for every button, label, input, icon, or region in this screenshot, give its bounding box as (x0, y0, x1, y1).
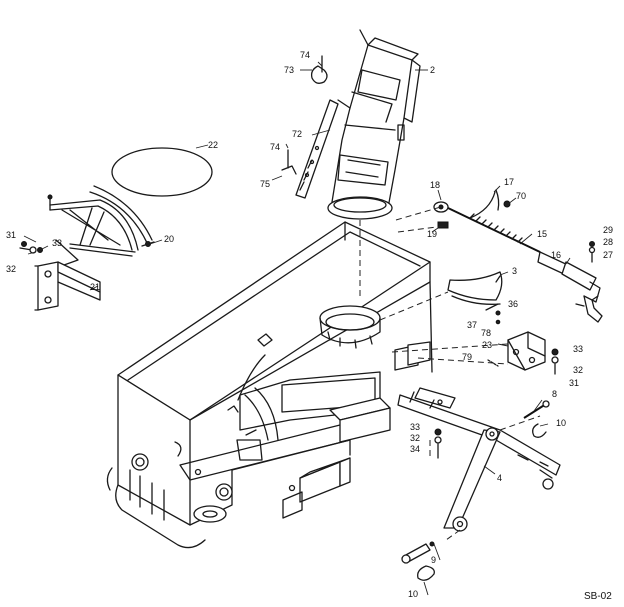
callout-16: 16 (551, 250, 561, 260)
callout-labels: 2 3 4 8 9 10 10 15 16 17 18 19 20 21 22 … (6, 50, 613, 599)
callout-29: 29 (603, 225, 613, 235)
callout-17: 17 (504, 177, 514, 187)
callout-32: 32 (6, 264, 16, 274)
bolts-27-29 (588, 241, 596, 263)
bolt-set-left (19, 241, 43, 254)
callout-18: 18 (430, 180, 440, 190)
pin-9 (401, 541, 435, 581)
callout-34: 34 (410, 444, 420, 454)
discharge-ring (319, 305, 381, 349)
callout-37: 37 (467, 320, 477, 330)
spring-17 (469, 189, 511, 219)
blower-housing (106, 221, 433, 549)
hardware-36-37-78 (485, 303, 501, 325)
drawing-code: SB-02 (584, 591, 612, 602)
callout-8: 8 (552, 389, 557, 399)
discharge-chute (327, 29, 421, 220)
callout-20: 20 (164, 234, 174, 244)
leader-lines (23, 61, 571, 596)
bolt-set-mid (434, 428, 442, 459)
callout-79: 79 (462, 352, 472, 362)
callout-70: 70 (516, 191, 526, 201)
collar-3 (447, 271, 503, 305)
mount-bracket-21 (34, 261, 101, 311)
callout-33: 33 (573, 344, 583, 354)
clip-pin-73 (310, 55, 328, 84)
callout-36: 36 (508, 299, 518, 309)
callout-28: 28 (603, 237, 613, 247)
callout-33: 33 (52, 238, 62, 248)
crank-assembly (433, 201, 603, 323)
assembly-lines (359, 205, 541, 541)
callout-4: 4 (497, 473, 502, 483)
callout-10: 10 (556, 418, 566, 428)
clip-pin-75 (281, 149, 297, 175)
callout-15: 15 (537, 229, 547, 239)
callout-73: 73 (284, 65, 294, 75)
callout-27: 27 (603, 250, 613, 260)
callout-21: 21 (90, 282, 100, 292)
bolt-set-right-upper (551, 348, 559, 375)
deflector-rod (295, 99, 339, 199)
lift-arm (397, 387, 561, 532)
deflector-hood (47, 194, 139, 271)
callout-3: 3 (512, 266, 517, 276)
callout-74: 74 (300, 50, 310, 60)
callout-22: 22 (208, 140, 218, 150)
callout-72: 72 (292, 129, 302, 139)
callout-74: 74 (270, 142, 280, 152)
pin-8 (523, 400, 550, 438)
grommet-20 (141, 241, 155, 247)
callout-33: 33 (410, 422, 420, 432)
callout-31: 31 (6, 230, 16, 240)
end-bearing (131, 453, 149, 471)
callout-78: 78 (481, 328, 491, 338)
callout-31: 31 (569, 378, 579, 388)
callout-19: 19 (427, 229, 437, 239)
callout-32: 32 (573, 365, 583, 375)
callout-75: 75 (260, 179, 270, 189)
cable-loop-22 (89, 147, 213, 246)
callout-10: 10 (408, 589, 418, 599)
callout-23: 23 (482, 340, 492, 350)
skid-shoe (193, 505, 227, 523)
callout-32: 32 (410, 433, 420, 443)
cushion-19 (437, 221, 449, 229)
bracket-23 (507, 331, 546, 371)
callout-2: 2 (430, 65, 435, 75)
callout-9: 9 (431, 555, 436, 565)
